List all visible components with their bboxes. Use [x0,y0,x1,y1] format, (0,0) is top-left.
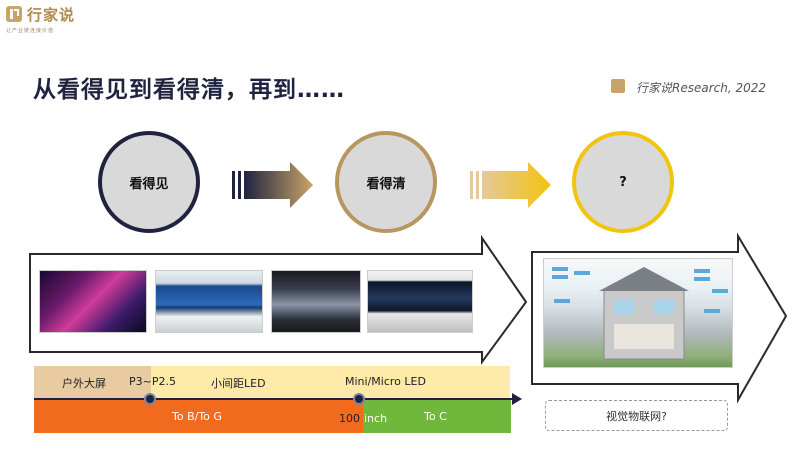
smart-home-image [543,258,733,368]
timeline-marker-100inch [353,393,365,405]
label-to-c: To C [424,410,447,423]
stage-label: ? [619,174,627,190]
stage-circle-see: 看得见 [98,131,200,233]
stage-circle-see-clear: 看得清 [335,131,437,233]
stage-label: 看得见 [129,176,169,192]
research-logo-icon [611,79,625,93]
timeline-upper-band-outdoor [34,366,151,399]
stage-circle-unknown: ? [572,131,674,233]
showroom-display-image [271,270,361,333]
brand-logo-icon [6,6,22,22]
control-room-image [155,270,263,333]
arrow-1-icon [232,162,313,208]
brand-tagline: 让产业链连接价值 [6,28,55,34]
timeline-marker-p3 [144,393,156,405]
label-b-g: To B/To G [172,410,222,423]
house-illustration [552,267,728,360]
label-100: 100 [339,412,360,425]
label-pitch: P3~P2.5 [129,375,176,388]
label-small-pitch: 小间距LED [211,377,266,390]
timeline-lower-band-c [363,400,511,433]
iot-label: 视觉物联网? [606,409,667,423]
timeline-arrowhead-icon [512,393,522,405]
label-mini-micro: Mini/Micro LED [345,375,426,388]
iot-dashed-box: 视觉物联网? [545,400,728,431]
arrow-2-icon [470,162,551,208]
timeline-axis [34,398,514,400]
label-inch: inch [364,412,388,425]
timeline-lower-band-b-g [34,400,363,433]
stage-label: 看得清 [366,176,406,192]
home-theater-image [367,270,473,333]
label-outdoor: 户外大屏 [62,377,106,390]
outdoor-screen-image [39,270,147,333]
brand-logo-text: 行家说 [27,6,76,24]
research-credit: 行家说Research, 2022 [636,81,767,95]
slide-title: 从看得见到看得清，再到…… [33,77,345,103]
